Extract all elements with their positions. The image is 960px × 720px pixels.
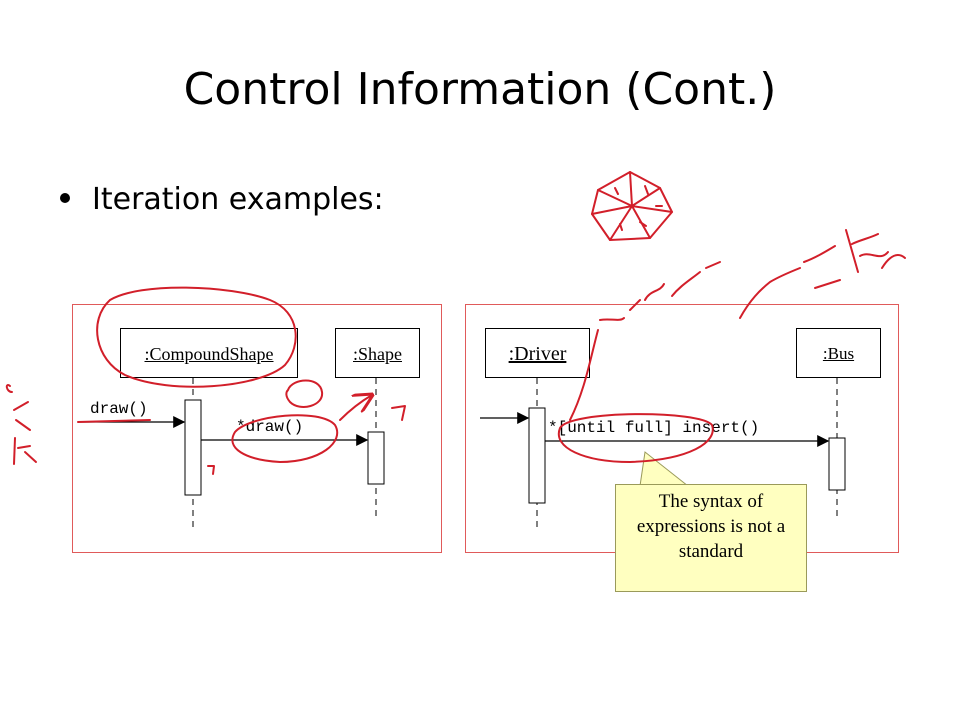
activation-compoundshape xyxy=(184,399,202,496)
annotation-oval-until-full xyxy=(557,413,714,463)
slide-title: Control Information (Cont.) xyxy=(183,64,777,115)
annotation-circle-shape xyxy=(285,379,324,408)
activation-bus xyxy=(828,437,846,491)
callout-pointer xyxy=(639,451,689,487)
object-shape: :Shape xyxy=(335,328,420,378)
activation-driver xyxy=(528,407,546,504)
bullet-text: Iteration examples: xyxy=(92,182,384,217)
callout-note: The syntax of expressions is not a stand… xyxy=(615,484,807,592)
object-driver: :Driver xyxy=(485,328,590,378)
annotation-circle-compoundshape xyxy=(96,286,297,388)
object-bus-label: :Bus xyxy=(822,344,855,363)
object-compoundshape: :CompoundShape xyxy=(120,328,298,378)
object-compoundshape-label: :CompoundShape xyxy=(144,344,274,364)
bullet-item: Iteration examples: xyxy=(60,182,384,217)
annotation-arrow-shape xyxy=(339,395,372,421)
annotation-pie-sketch xyxy=(591,171,673,241)
handwritten-annotations xyxy=(5,171,906,475)
message-draw: draw() xyxy=(90,400,148,418)
message-until-full-insert: *[until full] insert() xyxy=(548,419,760,437)
activation-shape xyxy=(367,431,385,485)
bullet-dot xyxy=(60,192,70,203)
annotation-oval-draw xyxy=(231,414,338,463)
object-driver-label: :Driver xyxy=(508,343,567,365)
object-shape-label: :Shape xyxy=(353,344,402,364)
object-bus: :Bus xyxy=(796,328,881,378)
